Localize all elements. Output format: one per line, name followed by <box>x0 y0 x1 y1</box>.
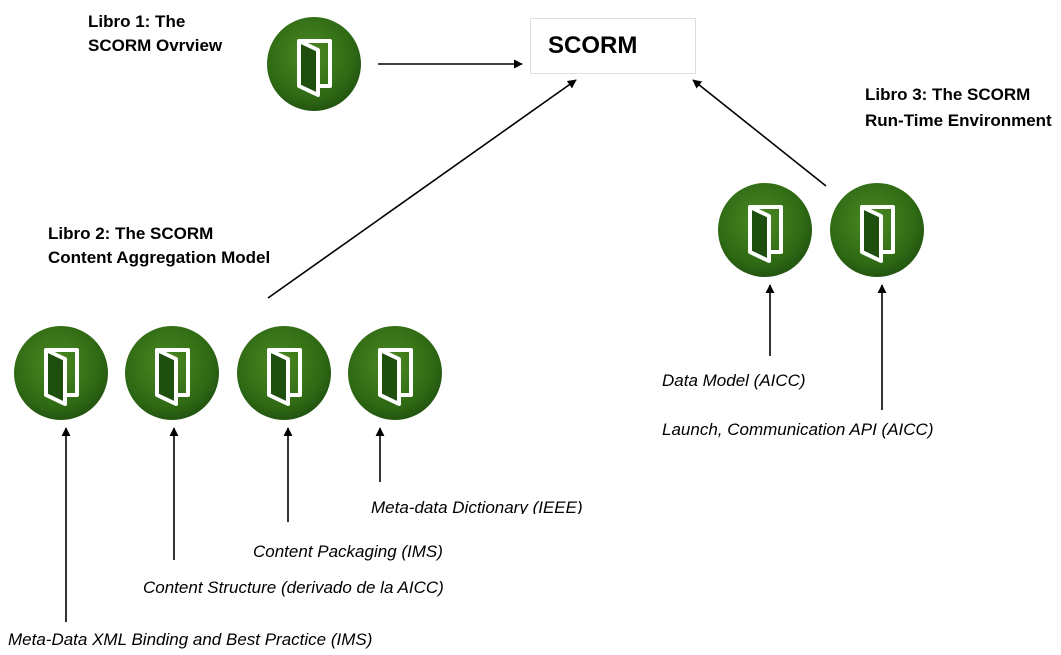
arrow-book3-to-scorm <box>692 79 827 187</box>
book-2-label: Libro 2: The SCORM Content Aggregation M… <box>48 224 271 267</box>
book-2-metadata-dictionary-icon <box>346 324 444 422</box>
caption-launch-api: Launch, Communication API (AICC) <box>662 420 934 439</box>
caption-metadata-binding: Meta-Data XML Binding and Best Practice … <box>8 630 373 649</box>
book-1-icon <box>265 15 363 113</box>
book-1-label: Libro 1: The SCORM Ovrview <box>88 12 223 55</box>
caption-data-model: Data Model (AICC) <box>662 371 806 390</box>
book-2-content-packaging-icon <box>235 324 333 422</box>
arrow-book2-to-scorm <box>267 79 577 299</box>
book-3-label: Libro 3: The SCORM Run-Time Environment <box>865 85 1052 130</box>
book-3-api-icon <box>828 181 926 279</box>
caption-content-packaging: Content Packaging (IMS) <box>253 542 443 561</box>
book-3-data-model-icon <box>716 181 814 279</box>
caption-content-structure: Content Structure (derivado de la AICC) <box>143 578 444 597</box>
book-2-metadata-binding-icon <box>12 324 110 422</box>
scorm-node <box>530 18 696 74</box>
book-2-content-structure-icon <box>123 324 221 422</box>
scorm-node-label: SCORM <box>548 32 638 59</box>
caption-metadata-dictionary: Meta-data Dictionary (IEEE) <box>371 498 583 514</box>
